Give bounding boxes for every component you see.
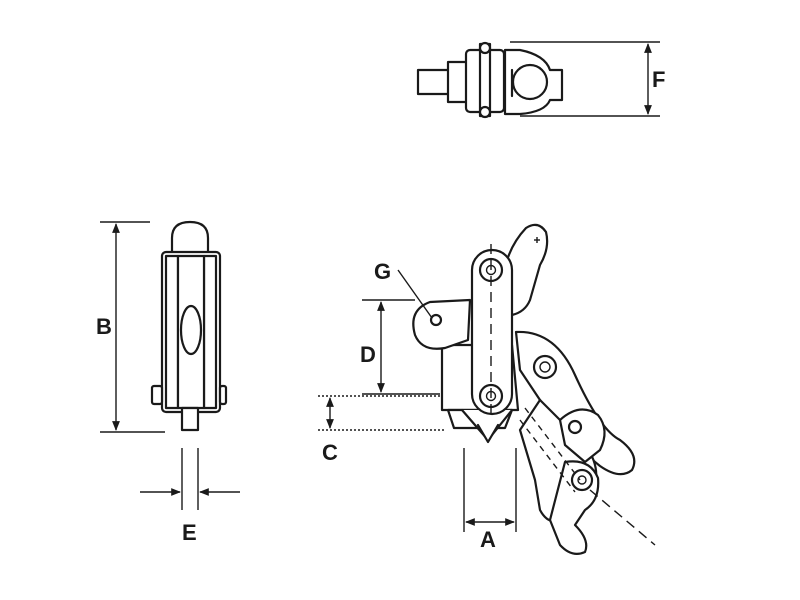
label-b: B [96, 314, 112, 339]
label-f: F [652, 67, 665, 92]
label-e: E [182, 520, 197, 545]
label-g: G [374, 259, 391, 284]
side-view [100, 220, 240, 510]
label-d: D [360, 342, 376, 367]
label-c: C [322, 440, 338, 465]
top-view [416, 41, 660, 119]
label-a: A [480, 527, 496, 552]
front-view [318, 223, 656, 555]
